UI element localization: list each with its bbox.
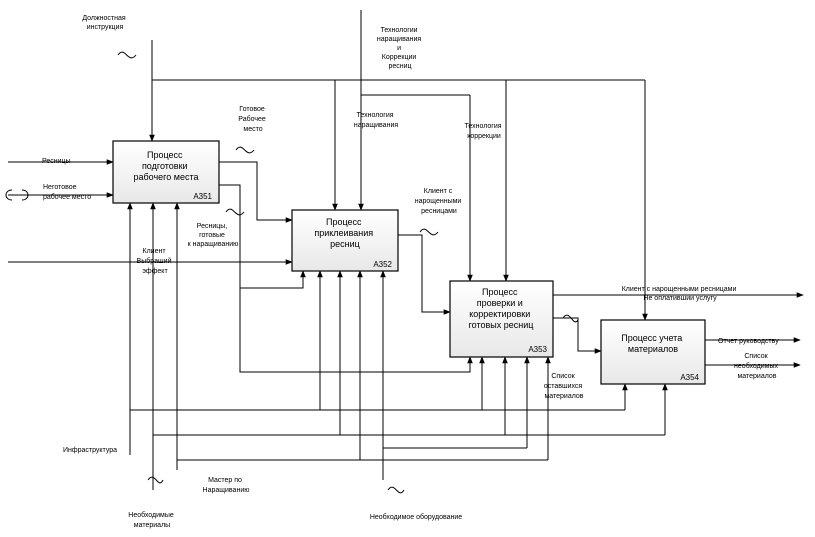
a353-number: А353 [528,345,547,354]
label-unready-workplace: Неготовое рабочее место [43,184,91,201]
label-needed-list: Список необходимых материалов [734,353,780,380]
a351-number: А351 [193,192,212,201]
label-technologies: Технологии наращивания и Коррекции ресни… [377,27,423,70]
label-ready-lashes: Ресницы, готовые к наращиванию [188,223,239,248]
label-client-extended: Клиент с нарощенными ресницами [415,188,464,215]
label-eyelashes: Ресницы [42,158,71,165]
a353-title: Процесс проверки и корректировки готовых… [469,287,534,330]
squiggle-client-extended [419,228,439,236]
label-client-effect: Клиент Выбраший эффект [137,248,174,275]
label-materials: Необходимые материалы [128,511,175,529]
arrow-client-extended [398,234,451,315]
label-master: Мастер по Наращиванию [203,477,250,494]
a352-title: Процесс приклеивания ресниц [314,217,375,249]
label-tech-correction: Технология коррекции [465,123,504,140]
activity-box-a354[interactable]: Процесс учета материалов А354 [600,319,706,385]
squiggle-materials [147,476,164,484]
arrow-ready-lashes-to-a352 [240,270,306,289]
tunnel-right [21,189,29,201]
a352-number: А352 [373,260,392,269]
label-tech-extension: Технология наращивания [354,112,399,129]
arrow-remaining-list [553,317,602,354]
a354-title: Процесс учета материалов [621,333,684,354]
squiggle-ready-workplace [235,146,255,154]
squiggle-ready-lashes [225,208,245,216]
a351-title: Процесс подготовки рабочего места [134,150,199,182]
tunnel-left [5,189,13,201]
label-equipment: Необходимое оборудование [370,513,462,521]
squiggle-instruction [117,51,137,59]
label-remaining-list: Список оставшихся материалов [544,373,584,400]
activity-box-a352[interactable]: Процесс приклеивания ресниц А352 [291,209,399,272]
activity-box-a353[interactable]: Процесс проверки и корректировки готовых… [449,280,554,358]
a354-number: А354 [680,373,699,382]
squiggle-remaining [562,314,579,323]
label-ready-workplace: Готовое Рабочее место [238,106,267,133]
label-infrastructure: Инфраструктура [63,447,117,454]
activity-box-a351[interactable]: Процесс подготовки рабочего места А351 [112,140,220,204]
arrow-ready-lashes [219,184,473,373]
label-job-instruction: Должностная инструкция [82,15,127,31]
connectors [5,10,804,494]
squiggle-equipment [387,486,405,494]
arrow-equipment-bus [382,447,527,480]
label-client-paid: Клиент с нарощенными ресницами Не оплати… [622,286,739,302]
arrow-labels: Должностная инструкция Технологии наращи… [42,15,780,529]
arrow-ready-workplace [219,161,293,223]
label-report: Отчет руководству [718,338,779,345]
